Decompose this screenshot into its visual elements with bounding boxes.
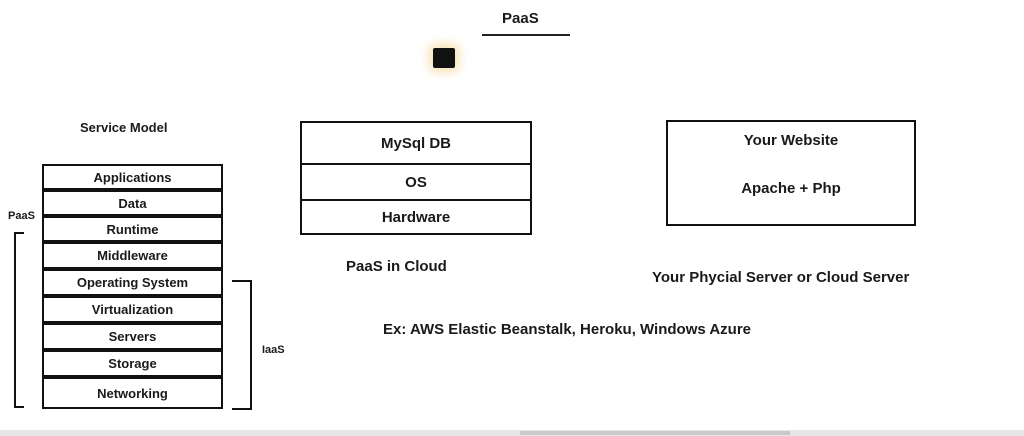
- cloud-layer-os: OS: [300, 163, 532, 201]
- layer-operating-system: Operating System: [42, 269, 223, 296]
- paas-side-label: PaaS: [8, 210, 35, 222]
- iaas-side-label: IaaS: [262, 344, 285, 356]
- layer-runtime: Runtime: [42, 216, 223, 242]
- cursor-icon: [433, 48, 455, 68]
- page-title: PaaS: [502, 10, 539, 27]
- paas-bracket: [14, 232, 24, 408]
- examples-text: Ex: AWS Elastic Beanstalk, Heroku, Windo…: [383, 321, 752, 338]
- layer-networking: Networking: [42, 377, 223, 409]
- layer-applications: Applications: [42, 164, 223, 190]
- cloud-caption: PaaS in Cloud: [346, 258, 447, 275]
- scrollbar-thumb[interactable]: [520, 431, 790, 435]
- server-box: [666, 120, 916, 226]
- layer-data: Data: [42, 190, 223, 216]
- horizontal-scrollbar[interactable]: [0, 430, 1024, 436]
- title-underline: [482, 34, 570, 36]
- layer-servers: Servers: [42, 323, 223, 350]
- layer-storage: Storage: [42, 350, 223, 377]
- server-stack-label: Apache + Php: [741, 180, 841, 197]
- server-caption: Your Phycial Server or Cloud Server: [652, 269, 910, 286]
- iaas-bracket: [232, 280, 252, 410]
- layer-middleware: Middleware: [42, 242, 223, 269]
- service-model-heading: Service Model: [80, 120, 168, 135]
- cloud-layer-mysql: MySql DB: [300, 121, 532, 165]
- server-website-label: Your Website: [743, 132, 839, 149]
- cloud-layer-hardware: Hardware: [300, 199, 532, 235]
- layer-virtualization: Virtualization: [42, 296, 223, 323]
